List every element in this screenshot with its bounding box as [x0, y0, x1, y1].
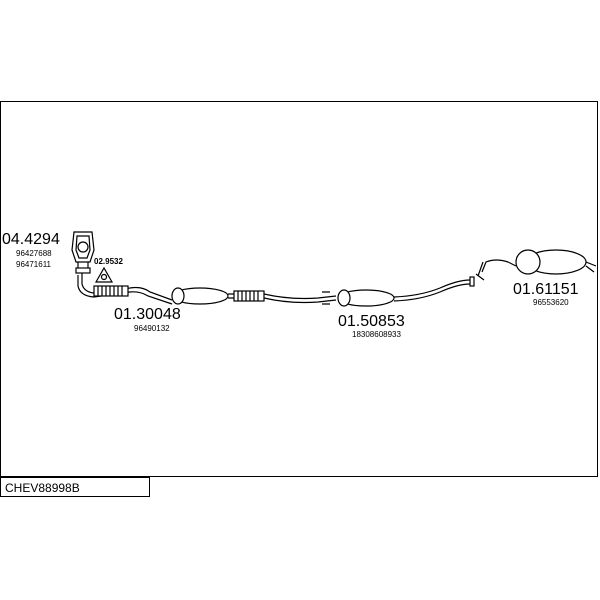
part-ref-rear-muffler: 96553620	[533, 298, 569, 307]
part-ref-converter-2: 96471611	[16, 260, 51, 269]
part-ref-front-pipe: 96490132	[134, 324, 170, 333]
diagram-code: CHEV88998B	[5, 481, 80, 495]
part-number-converter: 04.4294	[2, 231, 60, 248]
part-ref-center-pipe: 18308608933	[352, 330, 401, 339]
part-number-center-pipe: 01.50853	[338, 313, 405, 330]
part-number-rear-muffler: 01.61151	[513, 281, 579, 298]
part-number-gasket: 02.9532	[94, 257, 123, 266]
rear-muffler	[475, 249, 597, 281]
catalytic-converter	[71, 231, 95, 274]
center-pipe	[233, 276, 475, 307]
part-number-front-pipe: 01.30048	[114, 306, 181, 323]
part-ref-converter-1: 96427688	[16, 249, 52, 258]
front-pipe	[77, 273, 234, 305]
gasket-ring	[94, 266, 114, 283]
diagram-code-box: CHEV88998B	[0, 477, 150, 497]
diagram-frame	[0, 101, 598, 477]
